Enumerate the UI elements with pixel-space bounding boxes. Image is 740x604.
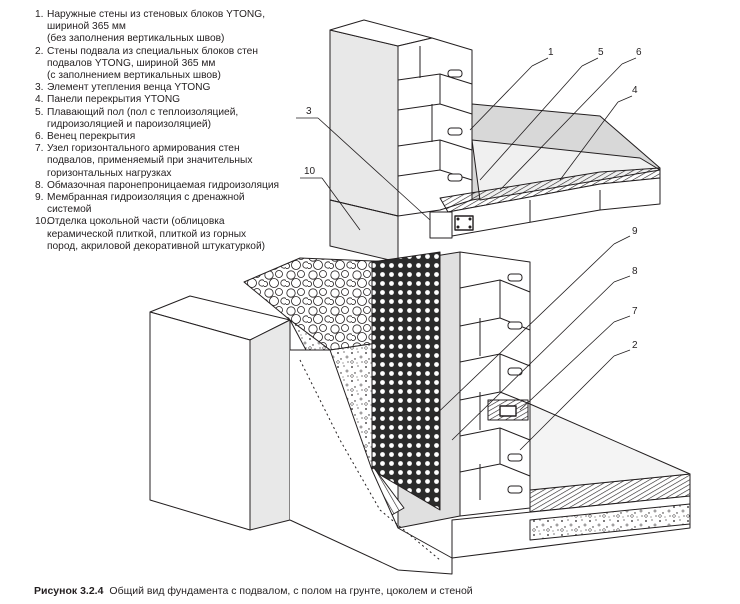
callout-5: 5 <box>598 47 604 58</box>
legend-list: 1.Наружные стены из стеновых блоков YTON… <box>35 9 325 253</box>
callout-leaders <box>296 57 637 451</box>
legend-item-9: 9.Мембранная гидроизоляция с дренажной с… <box>35 192 245 216</box>
legend-item-5: 5.Плавающий пол (пол с теплоизоляцией, г… <box>35 106 239 130</box>
basement-floor <box>451 403 691 559</box>
legend-item-1: 1.Наружные стены из стеновых блоков YTON… <box>35 9 266 45</box>
legend-item-2: 2.Стены подвала из специальных блоков ст… <box>35 45 258 82</box>
figure-caption: Рисунок 3.2.4 Общий вид фундамента с подв… <box>34 585 473 597</box>
legend-item-10: 10.Отделка цокольной части (облицовка ке… <box>35 216 266 252</box>
legend-item-8: 8.Обмазочная паронепроницаемая гидроизол… <box>35 179 280 191</box>
callout-7: 7 <box>632 306 638 317</box>
ground-and-membrane <box>149 251 453 575</box>
callout-8: 8 <box>632 266 638 277</box>
callout-4: 4 <box>632 85 638 96</box>
callout-6: 6 <box>636 47 642 58</box>
legend-item-6: 6.Венец перекрытия <box>35 131 136 143</box>
floor-slab <box>429 103 661 239</box>
legend-item-3: 3.Элемент утепления венца YTONG <box>35 82 211 94</box>
callout-1: 1 <box>548 47 554 58</box>
figure-caption-label: Рисунок 3.2.4 <box>34 585 104 597</box>
callout-9: 9 <box>632 226 638 237</box>
callout-labels: 1 5 6 4 3 10 9 8 7 2 <box>304 47 642 351</box>
legend-item-7: 7.Узел горизонтального армирования стен … <box>35 143 253 179</box>
callout-3: 3 <box>306 106 312 117</box>
legend-item-4: 4.Панели перекрытия YTONG <box>35 94 181 106</box>
figure-caption-text: Общий вид фундамента с подвалом, с полом… <box>109 585 473 597</box>
callout-2: 2 <box>632 340 638 351</box>
callout-10: 10 <box>304 166 316 177</box>
upper-wall <box>329 19 473 263</box>
